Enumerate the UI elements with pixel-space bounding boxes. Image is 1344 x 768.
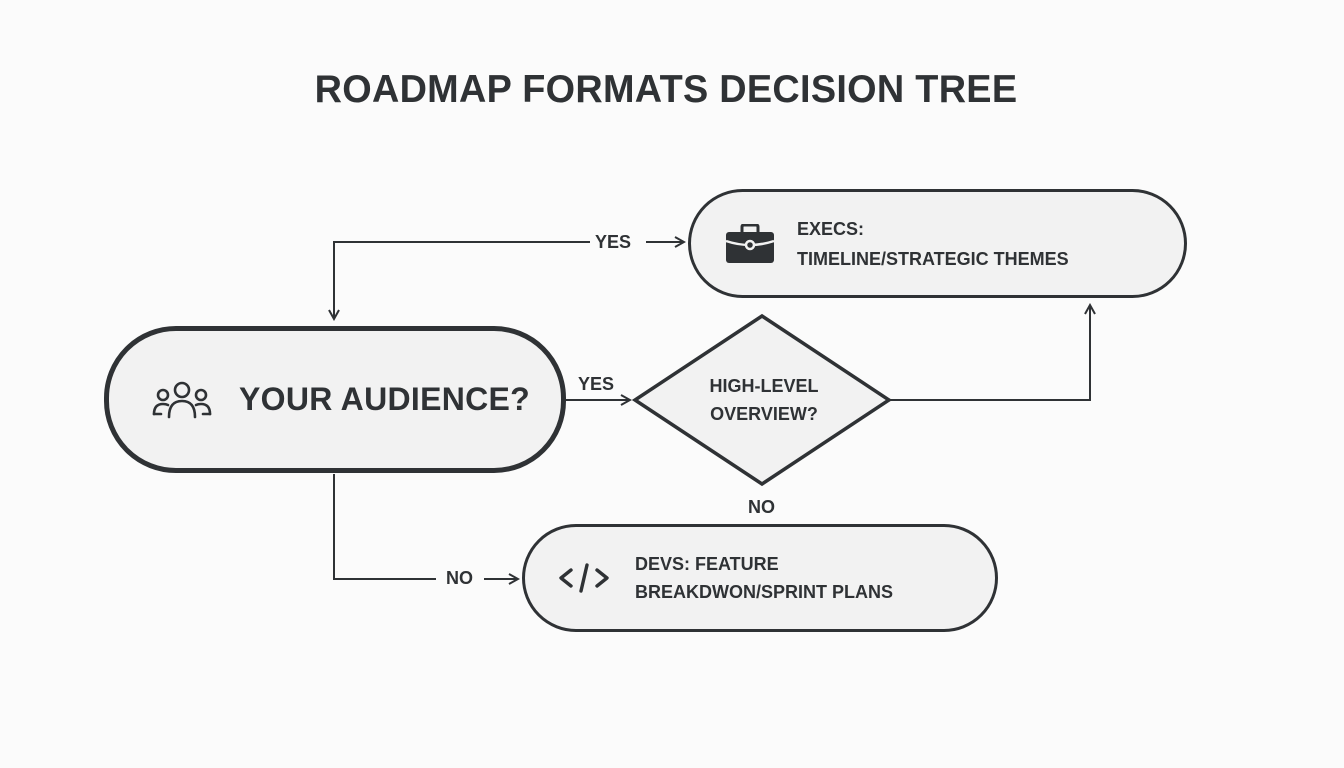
edge-label-bottom-no: NO: [446, 568, 473, 588]
decision-diamond: [631, 313, 893, 487]
connector-audience-to-devs: [333, 474, 436, 580]
decision-label-line1: HIGH-LEVEL: [709, 376, 819, 396]
execs-label-line2: TIMELINE/STRATEGIC THEMES: [797, 248, 1069, 269]
diagram-title: ROADMAP FORMATS DECISION TREE: [314, 68, 1018, 111]
connector-decision-to-execs: [890, 305, 1090, 401]
decision-label: HIGH-LEVEL OVERVIEW?: [666, 372, 862, 428]
devs-label-line1: DEVS: FEATURE: [635, 554, 779, 574]
devs-label: DEVS: FEATURE BREAKDWON/SPRINT PLANS: [635, 550, 893, 606]
edge-label-top-yes: YES: [595, 232, 632, 252]
people-group-icon: [151, 381, 213, 419]
edge-label-audience-yes: YES: [578, 374, 615, 394]
connector-top-left: [334, 241, 590, 319]
devs-node: DEVS: FEATURE BREAKDWON/SPRINT PLANS: [522, 524, 998, 632]
audience-label: YOUR AUDIENCE?: [239, 381, 531, 417]
edge-label-decision-no: NO: [748, 497, 775, 517]
code-icon: [557, 563, 611, 593]
execs-label: EXECS: TIMELINE/STRATEGIC THEMES: [797, 214, 1069, 274]
decision-label-line2: OVERVIEW?: [710, 404, 818, 424]
briefcase-icon: [725, 223, 775, 264]
execs-label-line1: EXECS:: [797, 218, 865, 239]
devs-label-line2: BREAKDWON/SPRINT PLANS: [635, 582, 894, 602]
execs-node: EXECS: TIMELINE/STRATEGIC THEMES: [688, 189, 1187, 298]
audience-node: YOUR AUDIENCE?: [104, 326, 566, 473]
